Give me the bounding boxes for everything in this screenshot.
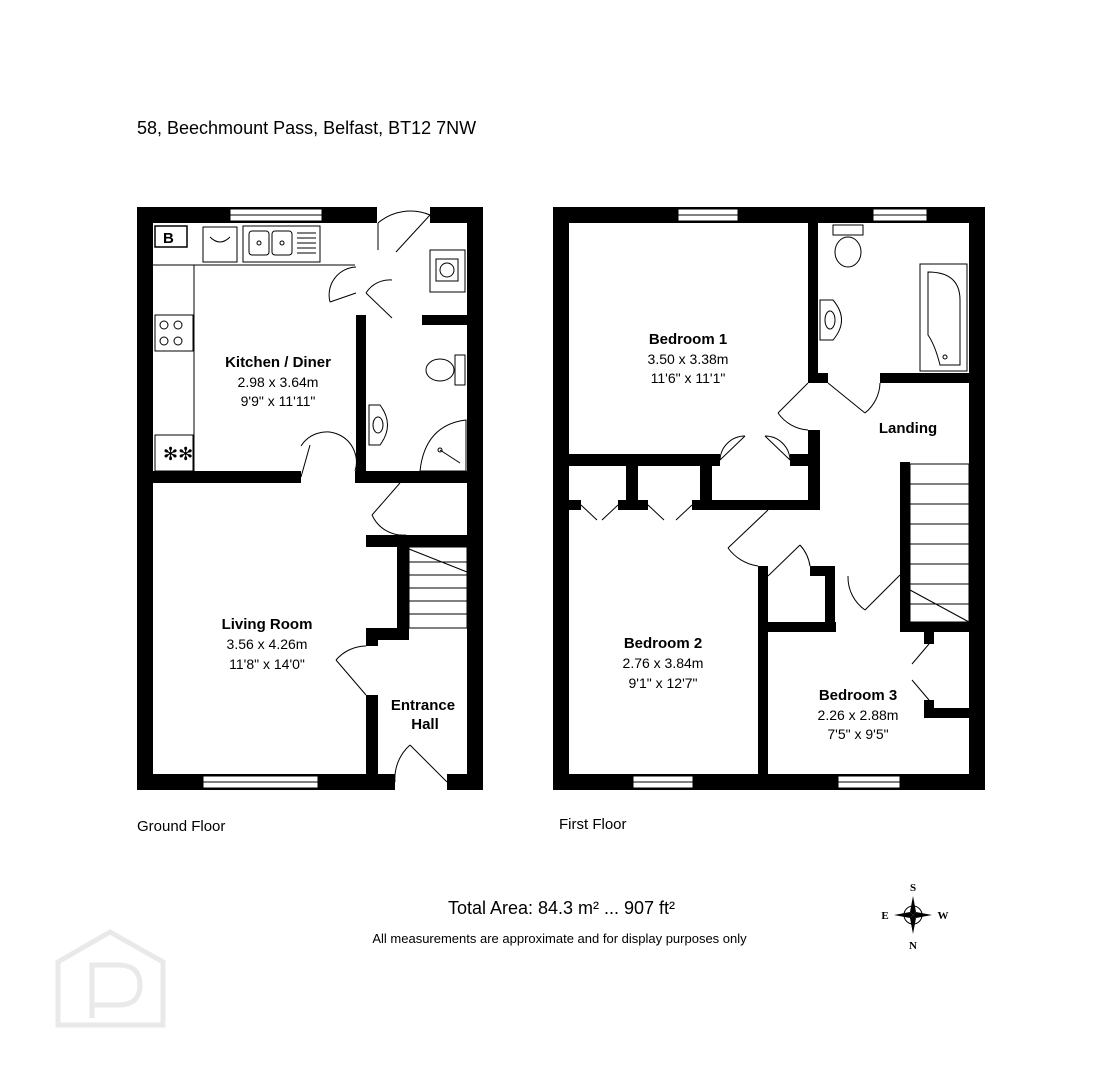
ground-floor-stairs bbox=[408, 546, 468, 629]
compass-left-letter: E bbox=[881, 910, 888, 922]
property-address: 58, Beechmount Pass, Belfast, BT12 7NW bbox=[137, 118, 477, 138]
room-name-landing: Landing bbox=[879, 420, 937, 437]
room-imperial-bedroom-2: 9'1" x 12'7" bbox=[629, 675, 698, 691]
ground-wc-fittings bbox=[368, 354, 467, 472]
svg-text:✻✻: ✻✻ bbox=[163, 444, 193, 464]
room-metric-kitchen-diner: 2.98 x 3.64m bbox=[238, 374, 319, 390]
room-name-hall: Hall bbox=[411, 716, 439, 733]
room-imperial-bedroom-3: 7'5" x 9'5" bbox=[827, 726, 888, 742]
room-metric-bedroom-1: 3.50 x 3.38m bbox=[648, 351, 729, 367]
compass-rose-icon: S E W N bbox=[881, 882, 948, 952]
boiler-label: B bbox=[163, 230, 174, 247]
kitchen-fittings: ✻✻ bbox=[153, 225, 466, 472]
compass-right-letter: W bbox=[938, 910, 949, 922]
room-metric-bedroom-3: 2.26 x 2.88m bbox=[818, 707, 899, 723]
first-floor-stairs bbox=[909, 463, 970, 623]
bathroom-fittings bbox=[819, 224, 968, 372]
ground-floor-internal-walls bbox=[153, 315, 467, 774]
room-name-kitchen-diner: Kitchen / Diner bbox=[225, 354, 331, 371]
first-floor-plan: Bedroom 1 3.50 x 3.38m 11'6" x 11'1" Lan… bbox=[553, 207, 985, 790]
first-floor-doors bbox=[580, 382, 930, 701]
room-imperial-kitchen-diner: 9'9" x 11'11" bbox=[241, 393, 316, 409]
room-metric-living-room: 3.56 x 4.26m bbox=[227, 636, 308, 652]
first-floor-internal-walls bbox=[569, 223, 969, 774]
ground-floor-plan: ✻✻ B Kitchen / Diner 2.98 x 3.64m 9'9" x… bbox=[137, 207, 483, 790]
disclaimer: All measurements are approximate and for… bbox=[372, 931, 747, 946]
room-name-bedroom-2: Bedroom 2 bbox=[624, 635, 702, 652]
room-name-bedroom-3: Bedroom 3 bbox=[819, 687, 897, 704]
ground-floor-doors bbox=[300, 210, 448, 783]
compass-top-letter: S bbox=[910, 882, 916, 894]
first-floor-windows bbox=[632, 208, 928, 789]
room-name-bedroom-1: Bedroom 1 bbox=[649, 331, 727, 348]
ground-floor-windows bbox=[202, 208, 323, 789]
ground-floor-label: Ground Floor bbox=[137, 818, 226, 835]
watermark-logo-icon bbox=[55, 929, 166, 1028]
room-imperial-living-room: 11'8" x 14'0" bbox=[229, 656, 305, 672]
room-name-living-room: Living Room bbox=[222, 616, 313, 633]
total-area: Total Area: 84.3 m² ... 907 ft² bbox=[447, 898, 676, 918]
room-metric-bedroom-2: 2.76 x 3.84m bbox=[623, 655, 704, 671]
compass-bottom-letter: N bbox=[909, 940, 917, 952]
room-name-entrance: Entrance bbox=[391, 697, 455, 714]
first-floor-label: First Floor bbox=[559, 816, 627, 833]
room-imperial-bedroom-1: 11'6" x 11'1" bbox=[651, 370, 726, 386]
